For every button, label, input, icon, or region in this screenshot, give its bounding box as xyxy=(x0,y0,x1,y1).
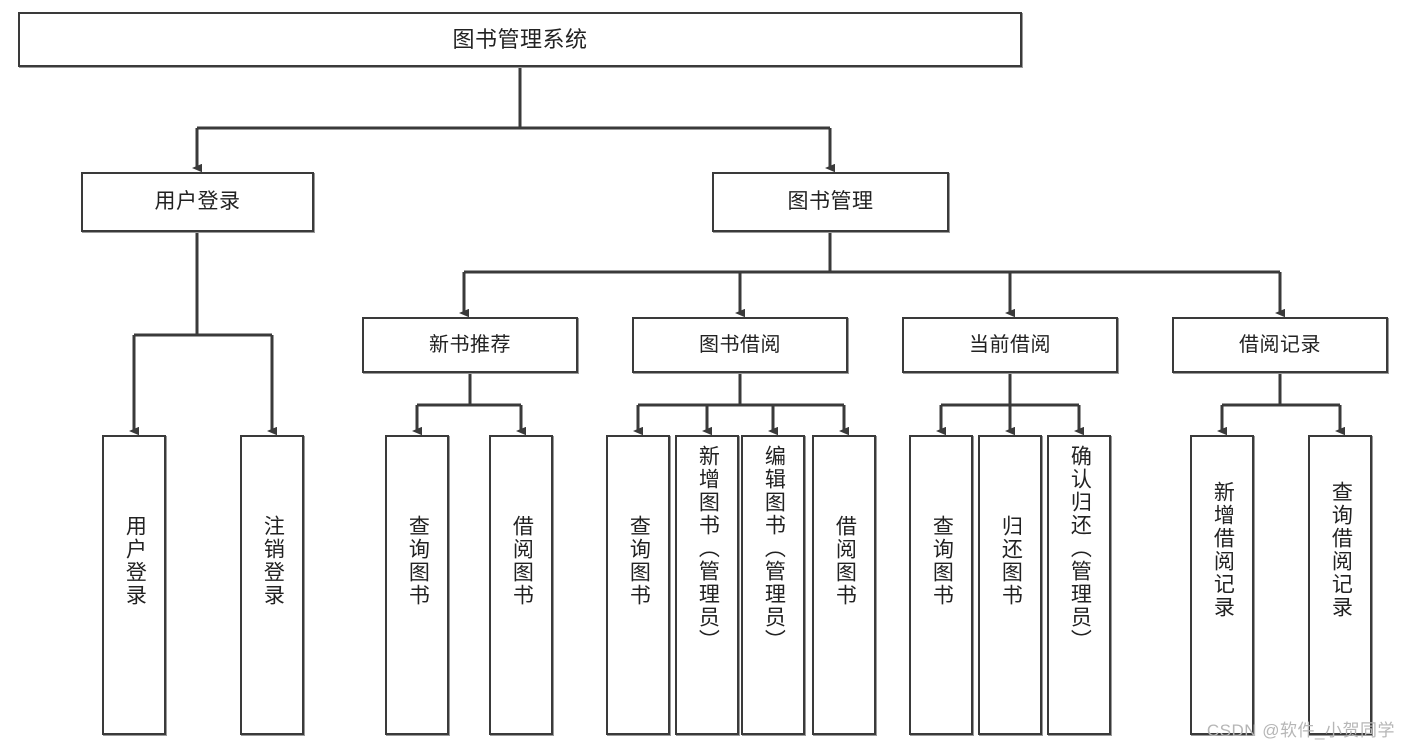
node-leaf-borrow-book-1[interactable]: 借阅图书 xyxy=(489,435,553,735)
node-leaf-user-login-label: 用户登录 xyxy=(123,515,147,607)
node-user-login[interactable]: 用户登录 xyxy=(81,172,314,232)
node-leaf-query-book-2-label: 查询图书 xyxy=(627,515,651,607)
node-leaf-return-book[interactable]: 归还图书 xyxy=(978,435,1042,735)
node-borrow-record-label: 借阅记录 xyxy=(1239,333,1321,356)
node-leaf-add-book[interactable]: 新增图书（管理员） xyxy=(675,435,739,735)
csdn-watermark: CSDN @软件_小贺同学 xyxy=(1206,721,1395,740)
node-root[interactable]: 图书管理系统 xyxy=(18,12,1022,67)
node-user-login-label: 用户登录 xyxy=(154,189,241,213)
node-leaf-query-record-label: 查询借阅记录 xyxy=(1329,481,1353,619)
node-new-book-recommend[interactable]: 新书推荐 xyxy=(362,317,578,373)
node-book-management[interactable]: 图书管理 xyxy=(712,172,949,232)
node-leaf-query-book-1-label: 查询图书 xyxy=(406,515,430,607)
node-root-label: 图书管理系统 xyxy=(452,26,588,52)
node-book-management-label: 图书管理 xyxy=(787,189,874,213)
node-borrow-record[interactable]: 借阅记录 xyxy=(1172,317,1388,373)
node-leaf-confirm-return-label: 确认归还（管理员） xyxy=(1068,445,1092,652)
node-new-book-recommend-label: 新书推荐 xyxy=(429,333,511,356)
node-leaf-add-book-label: 新增图书（管理员） xyxy=(696,445,720,652)
node-leaf-return-book-label: 归还图书 xyxy=(999,515,1023,607)
node-leaf-query-book-3-label: 查询图书 xyxy=(930,515,954,607)
node-leaf-add-record[interactable]: 新增借阅记录 xyxy=(1190,435,1254,735)
node-leaf-query-record[interactable]: 查询借阅记录 xyxy=(1308,435,1372,735)
node-leaf-borrow-book-1-label: 借阅图书 xyxy=(510,515,534,607)
node-book-borrow[interactable]: 图书借阅 xyxy=(632,317,848,373)
node-leaf-user-logout-label: 注销登录 xyxy=(261,515,285,607)
node-leaf-user-login[interactable]: 用户登录 xyxy=(102,435,166,735)
node-book-borrow-label: 图书借阅 xyxy=(699,333,781,356)
node-leaf-user-logout[interactable]: 注销登录 xyxy=(240,435,304,735)
node-leaf-query-book-1[interactable]: 查询图书 xyxy=(385,435,449,735)
node-leaf-edit-book[interactable]: 编辑图书（管理员） xyxy=(741,435,805,735)
node-current-borrow-label: 当前借阅 xyxy=(969,333,1051,356)
node-leaf-add-record-label: 新增借阅记录 xyxy=(1211,481,1235,619)
node-leaf-borrow-book-2[interactable]: 借阅图书 xyxy=(812,435,876,735)
node-leaf-query-book-2[interactable]: 查询图书 xyxy=(606,435,670,735)
node-leaf-query-book-3[interactable]: 查询图书 xyxy=(909,435,973,735)
node-current-borrow[interactable]: 当前借阅 xyxy=(902,317,1118,373)
node-leaf-borrow-book-2-label: 借阅图书 xyxy=(833,515,857,607)
node-leaf-confirm-return[interactable]: 确认归还（管理员） xyxy=(1047,435,1111,735)
node-leaf-edit-book-label: 编辑图书（管理员） xyxy=(762,445,786,652)
